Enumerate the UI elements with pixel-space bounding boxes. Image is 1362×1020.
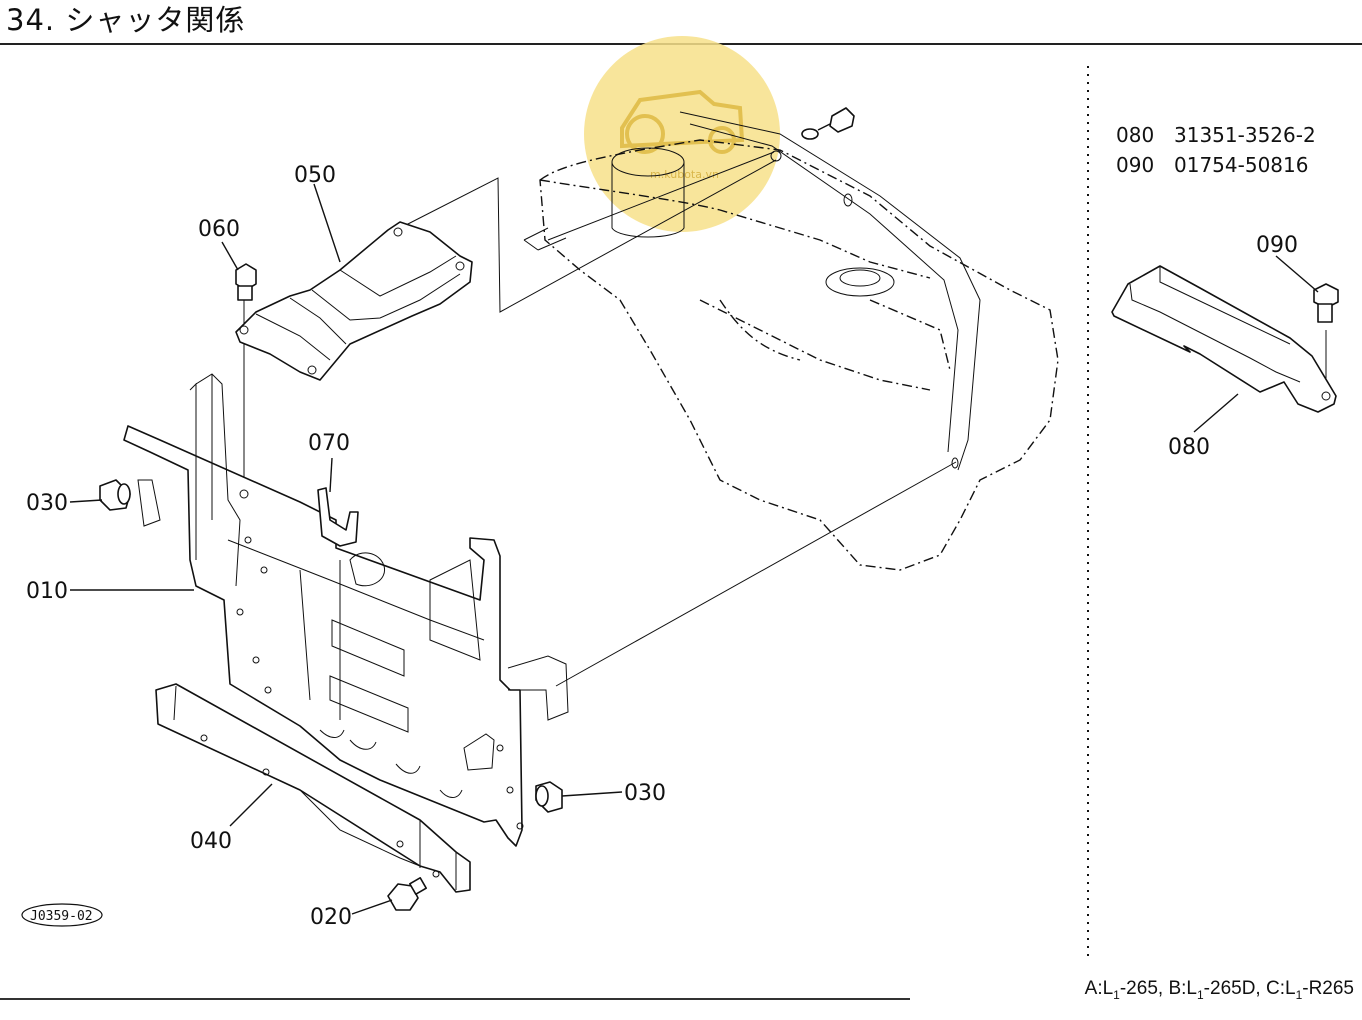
tank-bolt: [801, 107, 855, 140]
diagram-code: J0359-02: [30, 909, 93, 924]
parts-number: 01754-50816: [1174, 153, 1308, 177]
callout-010: 010: [26, 579, 68, 604]
watermark-logo: m.kubota.vn: [584, 36, 780, 232]
fuel-tank: [523, 111, 1059, 571]
callout-050: 050: [294, 163, 336, 188]
part-080-cover: [1111, 265, 1337, 413]
part-090-bolt: [1313, 283, 1339, 323]
part-020-bolt: [387, 877, 427, 911]
parts-ref: 090: [1116, 153, 1154, 177]
callout-090: 090: [1256, 233, 1298, 258]
callout-080: 080: [1168, 435, 1210, 460]
callout-040: 040: [190, 829, 232, 854]
model-applicability: A:L1-265, B:L1-265D, C:L1-R265: [1084, 978, 1354, 1002]
callout-030-right: 030: [624, 781, 666, 806]
part-030-mount-left: [99, 479, 131, 511]
page-title: 34. シャッタ関係: [6, 3, 246, 37]
diagram-code-badge: J0359-02: [21, 903, 103, 927]
part-040-rail: [155, 683, 471, 893]
bottom-rule: [0, 998, 910, 1000]
part-030-mount-right: [535, 781, 563, 813]
callout-070: 070: [308, 431, 350, 456]
parts-number: 31351-3526-2: [1174, 123, 1316, 147]
callout-030-left: 030: [26, 491, 68, 516]
part-070-clip: [317, 487, 359, 547]
callout-leaders: [69, 183, 1319, 915]
callout-020: 020: [310, 905, 352, 930]
parts-table: 080 31351-3526-2 090 01754-50816: [1116, 123, 1316, 177]
parts-ref: 080: [1116, 123, 1154, 147]
leader-lines: [243, 151, 1327, 687]
callout-060: 060: [198, 217, 240, 242]
part-060-bolt: [235, 263, 257, 301]
part-050-cover-plate: [235, 221, 473, 381]
